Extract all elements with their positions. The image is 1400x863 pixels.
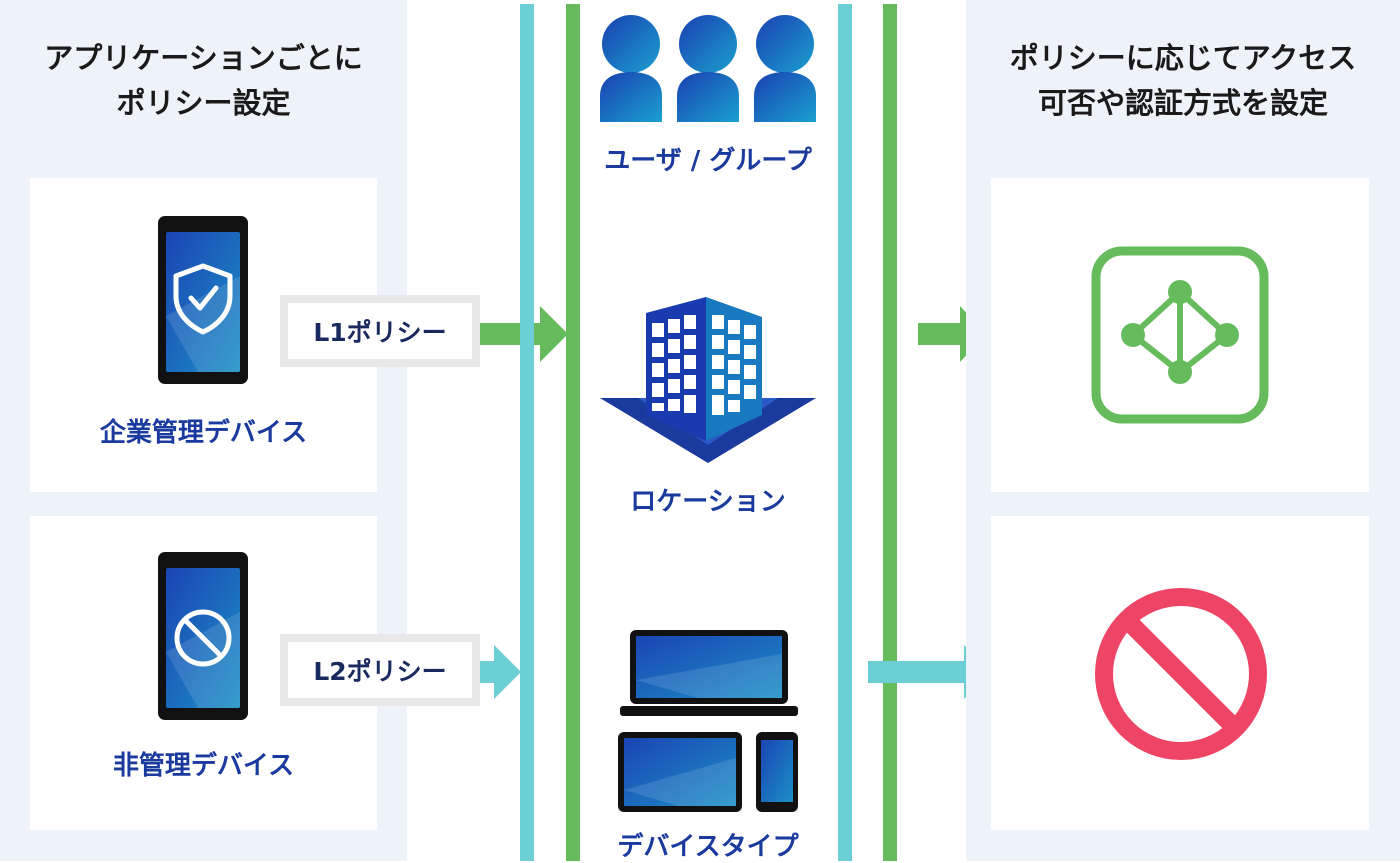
location-label: ロケーション [630, 487, 786, 517]
teal-arrow-right-icon [480, 645, 521, 699]
users-label: ユーザ / グループ [604, 146, 812, 176]
right-heading-line1: ポリシーに応じてアクセス [1009, 41, 1357, 75]
left-teal-line [520, 4, 534, 861]
network-access-icon [1091, 246, 1269, 424]
l2-policy-box: L2ポリシー [280, 634, 480, 706]
left-heading: アプリケーションごとに ポリシー設定 [0, 36, 407, 126]
right-heading-line2: 可否や認証方式を設定 [1037, 86, 1328, 120]
users-group-icon [600, 15, 816, 122]
right-green-line [883, 4, 897, 861]
prohibited-icon [1095, 588, 1267, 760]
phone-blocked-icon [158, 552, 248, 720]
left-heading-line1: アプリケーションごとに [44, 41, 363, 75]
phone-shield-icon [158, 216, 248, 384]
left-heading-line2: ポリシー設定 [116, 86, 291, 120]
right-heading: ポリシーに応じてアクセス 可否や認証方式を設定 [966, 36, 1400, 126]
l1-policy-box: L1ポリシー [280, 295, 480, 367]
unmanaged-device-label: 非管理デバイス [112, 751, 295, 781]
teal-arrow-to-denied-icon [868, 645, 990, 699]
left-green-line [566, 4, 580, 861]
managed-device-label: 企業管理デバイス [99, 418, 308, 448]
l2-policy-label: L2ポリシー [313, 657, 447, 686]
l1-policy-label: L1ポリシー [313, 318, 447, 347]
building-location-icon [600, 297, 816, 463]
devices-icon [618, 630, 798, 812]
right-teal-line [838, 4, 852, 861]
device-type-label: デバイスタイプ [617, 832, 799, 862]
